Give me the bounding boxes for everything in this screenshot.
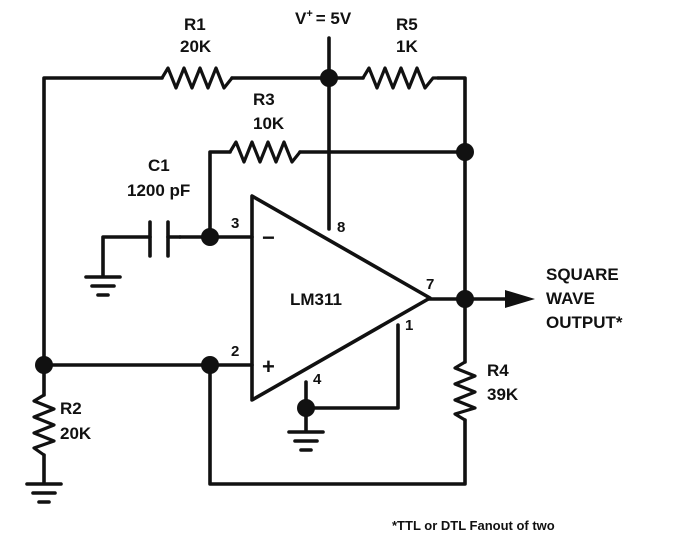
resistor-r3 — [228, 140, 302, 164]
r1-value: 20K — [180, 37, 212, 56]
opamp-lm311 — [250, 194, 432, 402]
wire-r5-right — [436, 76, 467, 152]
junction-dot — [320, 69, 338, 87]
wires — [42, 36, 512, 486]
pin-4-label: 4 — [313, 371, 322, 388]
resistor-r2 — [32, 393, 56, 457]
resistor-r1 — [160, 66, 234, 90]
r5-name: R5 — [396, 15, 418, 34]
r4-name: R4 — [487, 361, 509, 380]
output-arrow-icon — [505, 290, 535, 308]
junction-dot — [201, 356, 219, 374]
supply-label: V+= 5V — [295, 8, 352, 28]
ground-icon — [287, 430, 325, 452]
noninverting-sign: + — [262, 354, 275, 379]
r5-value: 1K — [396, 37, 418, 56]
inverting-sign: − — [262, 225, 275, 250]
junction-dot — [456, 143, 474, 161]
capacitor-c1 — [148, 220, 182, 258]
junction-dot — [297, 399, 315, 417]
r2-name: R2 — [60, 399, 82, 418]
r4-value: 39K — [487, 385, 519, 404]
pin-1-label: 1 — [405, 317, 413, 334]
pin-7-label: 7 — [426, 276, 434, 293]
output-label-line2: WAVE — [546, 289, 595, 308]
wire-c1-left — [101, 235, 152, 277]
junction-dot — [456, 290, 474, 308]
opamp-name: LM311 — [290, 290, 342, 309]
r3-value: 10K — [253, 114, 285, 133]
wire-top-left — [42, 76, 164, 367]
c1-value: 1200 pF — [127, 181, 190, 200]
output-label-line3: OUTPUT* — [546, 313, 623, 332]
pin-2-label: 2 — [231, 343, 239, 360]
resistor-r5 — [361, 66, 440, 90]
r1-name: R1 — [184, 15, 206, 34]
pin-8-label: 8 — [337, 219, 345, 236]
ground-icon — [84, 275, 122, 297]
output-label-line1: SQUARE — [546, 265, 619, 284]
wire-bottom-return — [208, 363, 467, 486]
wire-pin1-pin4 — [304, 323, 400, 410]
junction-dot — [201, 228, 219, 246]
footnote: *TTL or DTL Fanout of two — [392, 518, 555, 533]
ground-icon — [25, 482, 63, 504]
wire-r3-left — [208, 150, 232, 239]
r3-name: R3 — [253, 90, 275, 109]
resistor-r4 — [453, 360, 477, 422]
pin-3-label: 3 — [231, 215, 239, 232]
r2-value: 20K — [60, 424, 92, 443]
c1-name: C1 — [148, 156, 170, 175]
junction-dot — [35, 356, 53, 374]
